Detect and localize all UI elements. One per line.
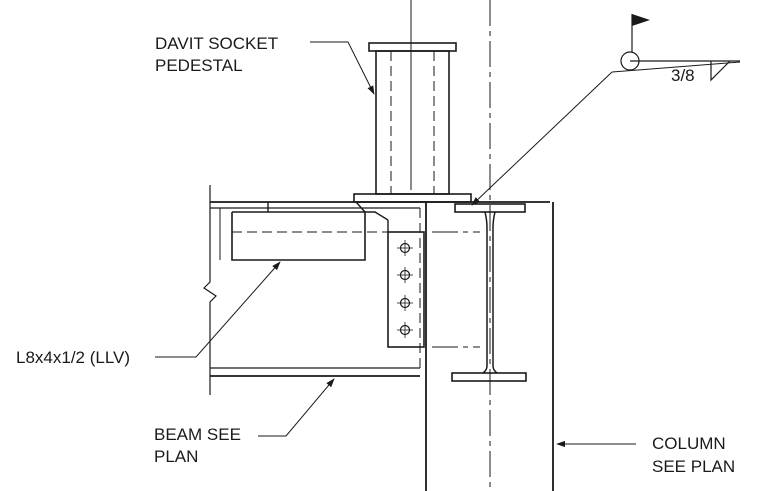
- column: [425, 202, 554, 491]
- angle-l8x4: [231, 201, 389, 261]
- angle-label: L8x4x1/2 (LLV): [16, 348, 130, 367]
- beam-label-line2: PLAN: [154, 447, 198, 466]
- leaders: [155, 41, 636, 448]
- callouts: DAVIT SOCKET PEDESTAL L8x4x1/2 (LLV) BEA…: [16, 34, 735, 476]
- bolt: [397, 240, 413, 256]
- fillet-weld-icon: [710, 60, 731, 82]
- bolt: [397, 267, 413, 283]
- bolt: [397, 295, 413, 311]
- column-label-line1: COLUMN: [652, 434, 726, 453]
- davit-label-line2: PEDESTAL: [155, 56, 243, 75]
- davit-label-line1: DAVIT SOCKET: [155, 34, 278, 53]
- weld-symbol: [611, 14, 741, 82]
- davit-socket-pedestal: [353, 42, 472, 203]
- column-centerlines: [410, 0, 491, 491]
- beam-section: [451, 203, 527, 382]
- field-weld-flag-icon: [632, 14, 650, 26]
- bolt: [397, 322, 413, 338]
- weld-size-label: 3/8: [671, 66, 695, 85]
- column-label-line2: SEE PLAN: [652, 457, 735, 476]
- shear-tab-plate: [387, 231, 480, 348]
- beam-label-line1: BEAM SEE: [154, 425, 241, 444]
